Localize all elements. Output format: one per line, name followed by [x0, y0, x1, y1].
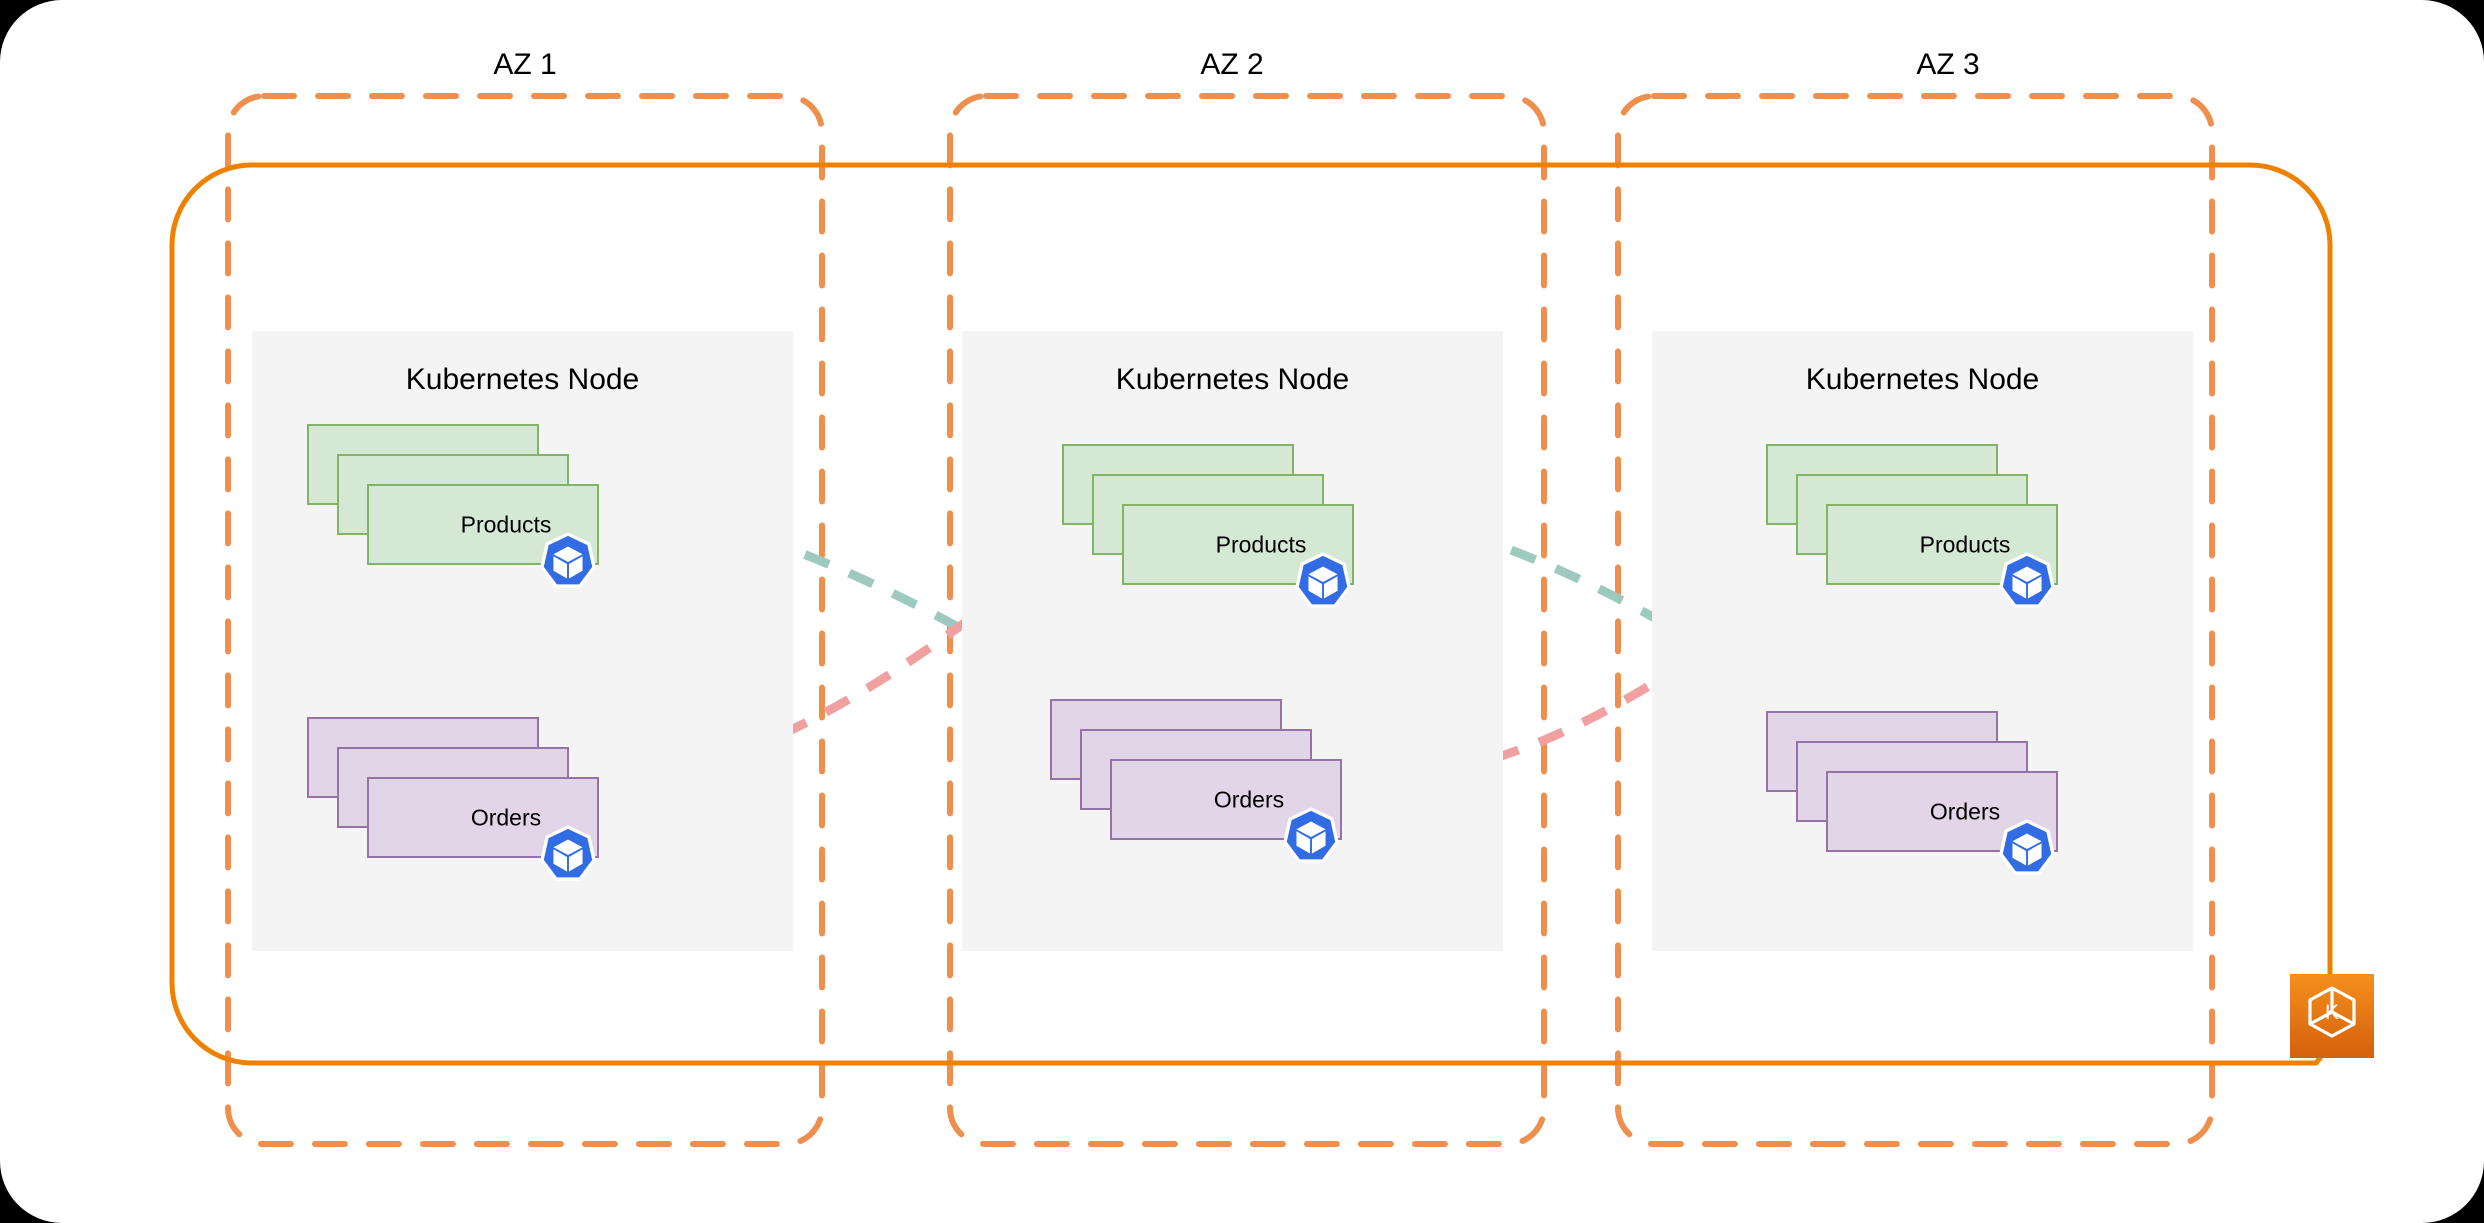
kubernetes-pod-icon — [1996, 552, 2058, 614]
az-3-kubernetes-node: Kubernetes Node Products Orders — [1652, 331, 2193, 951]
az-2-products-label: Products — [1215, 531, 1307, 557]
az-2-label: AZ 2 — [1200, 48, 1264, 81]
aws-eks-logo: K — [2290, 974, 2374, 1058]
az-3-orders-label: Orders — [1929, 798, 2001, 824]
kubernetes-pod-icon — [1292, 552, 1354, 614]
kubernetes-pod-icon — [1996, 819, 2058, 881]
arrow-products-az1-to-orders-az2 — [666, 505, 1120, 720]
pod-card-front: Products — [1122, 504, 1354, 585]
az-3-boundary — [1615, 93, 2215, 1147]
az-1-orders-label: Orders — [470, 804, 542, 830]
az-3-products-label: Products — [1919, 531, 2011, 557]
az-2-orders-label: Orders — [1213, 786, 1285, 812]
az-2-node-title: Kubernetes Node — [1115, 363, 1350, 396]
az-1-label: AZ 1 — [493, 48, 557, 81]
az-1-kubernetes-node: Kubernetes Node Products Orders — [252, 331, 793, 951]
az-2-products-pod-stack[interactable]: Products — [1062, 444, 1354, 608]
az-2-orders-pod-stack[interactable]: Orders — [1050, 699, 1342, 863]
az-1-products-label: Products — [460, 511, 552, 537]
kubernetes-pod-icon — [537, 532, 599, 594]
az-1-node-title: Kubernetes Node — [405, 363, 640, 396]
kubernetes-pod-icon — [537, 825, 599, 887]
az-2-kubernetes-node: Kubernetes Node Products Orders — [962, 331, 1503, 951]
arrow-orders-az2-to-products-az3 — [1399, 565, 1850, 783]
az-3-orders-pod-stack[interactable]: Orders — [1766, 711, 2058, 875]
pod-card-front: Products — [367, 484, 599, 565]
az-1-boundary — [225, 93, 825, 1147]
az-3-node-title: Kubernetes Node — [1805, 363, 2040, 396]
kubernetes-pod-icon — [1280, 807, 1342, 869]
az-1-orders-pod-stack[interactable]: Orders — [307, 717, 599, 881]
az-1-products-pod-stack[interactable]: Products — [307, 424, 599, 588]
eks-logo-letter: K — [2325, 1001, 2339, 1024]
az-3-products-pod-stack[interactable]: Products — [1766, 444, 2058, 608]
az-3-label: AZ 3 — [1916, 48, 1980, 81]
